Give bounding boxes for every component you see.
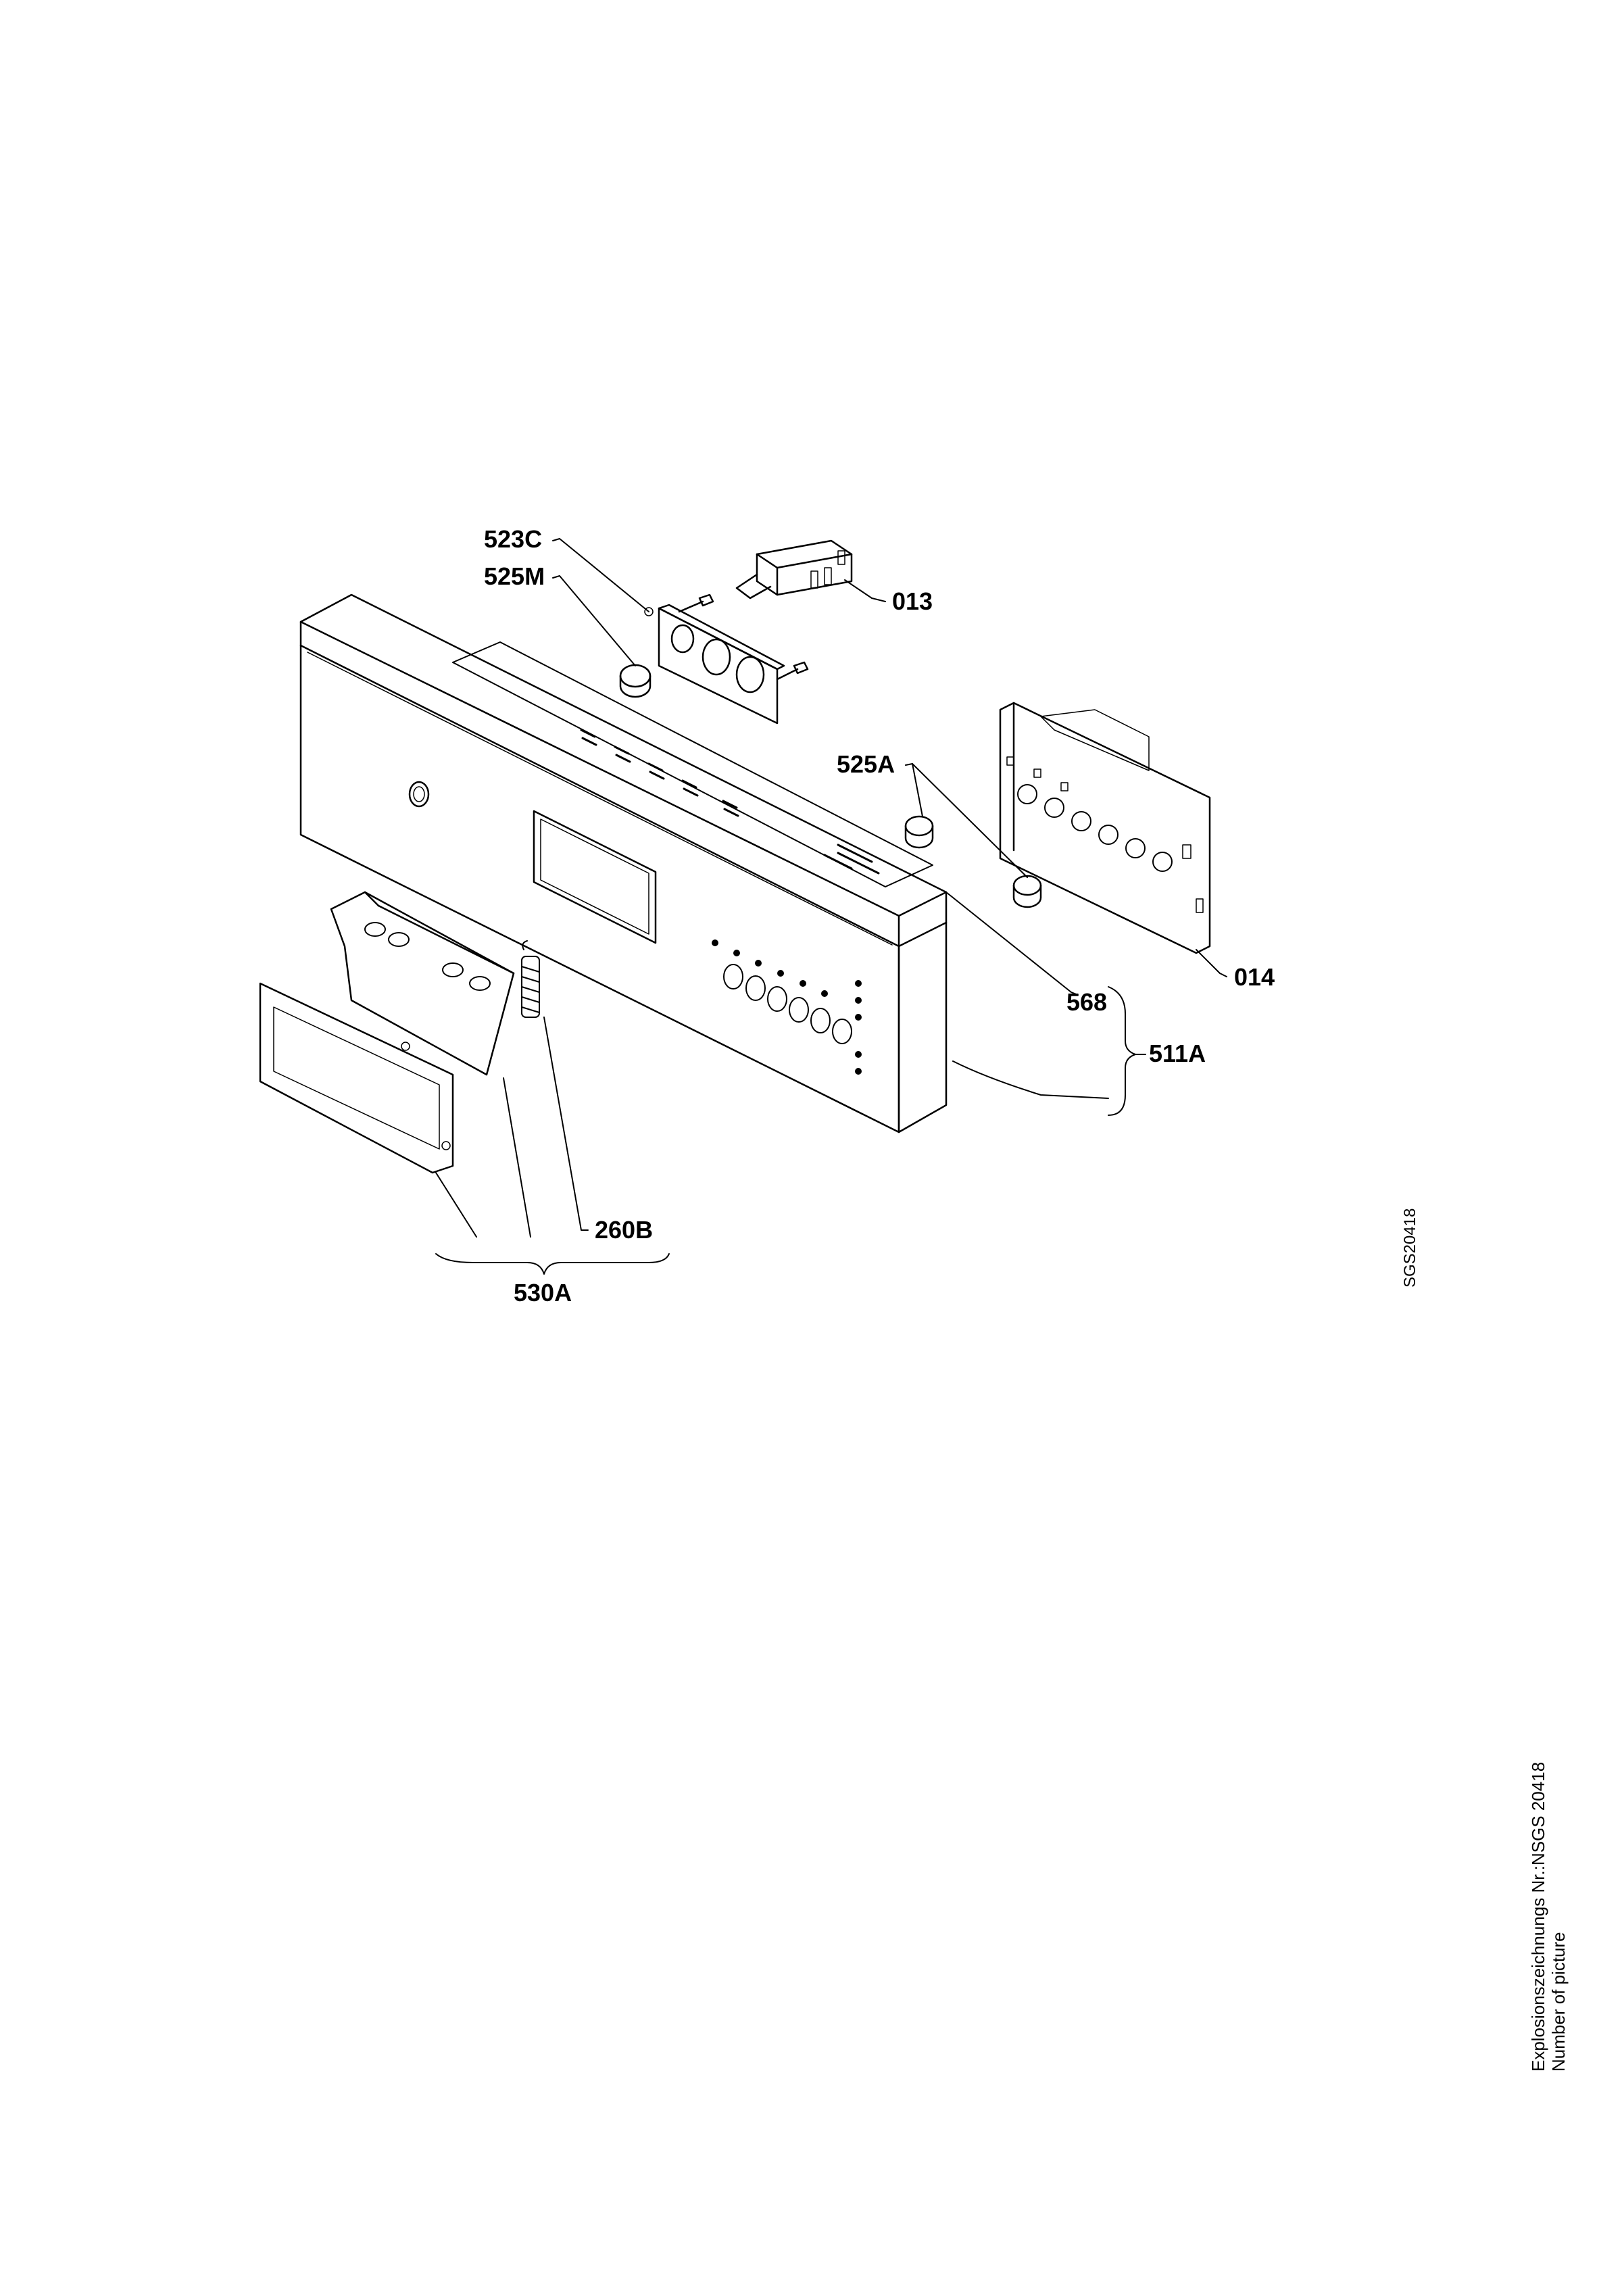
label-260B: 260B — [595, 1216, 654, 1244]
screw-bottom — [777, 662, 808, 679]
label-530A: 530A — [514, 1279, 572, 1306]
drawing-code: SGS20418 — [1401, 1208, 1419, 1288]
label-525M: 525M — [484, 562, 545, 590]
handle-530A — [260, 892, 514, 1173]
label-525A: 525A — [837, 750, 895, 778]
knob-525A-lower — [1014, 876, 1041, 907]
program-buttons — [724, 964, 852, 1044]
knob-525M — [620, 665, 650, 697]
control-panel-511A — [301, 595, 946, 1132]
label-568: 568 — [1066, 988, 1108, 1016]
label-014: 014 — [1234, 963, 1275, 991]
knob-525A-upper — [906, 816, 933, 848]
footer-line-1: Explosionszeichnungs Nr.:NSGS 20418 — [1528, 1761, 1548, 2072]
switch-assembly-013 — [737, 541, 852, 598]
label-511A: 511A — [1149, 1040, 1206, 1067]
spring-260B — [522, 941, 539, 1017]
bracket-523C — [645, 605, 784, 723]
screw-top — [679, 595, 713, 612]
footer-caption: Explosionszeichnungs Nr.:NSGS 20418 Numb… — [1528, 1761, 1569, 2072]
electronic-module-014 — [1000, 703, 1210, 953]
footer-line-2: Number of picture — [1548, 1932, 1569, 2072]
decor-strip-568 — [453, 642, 933, 887]
label-013: 013 — [892, 587, 933, 615]
leader-lines — [436, 539, 1227, 1274]
label-523C: 523C — [484, 525, 543, 553]
